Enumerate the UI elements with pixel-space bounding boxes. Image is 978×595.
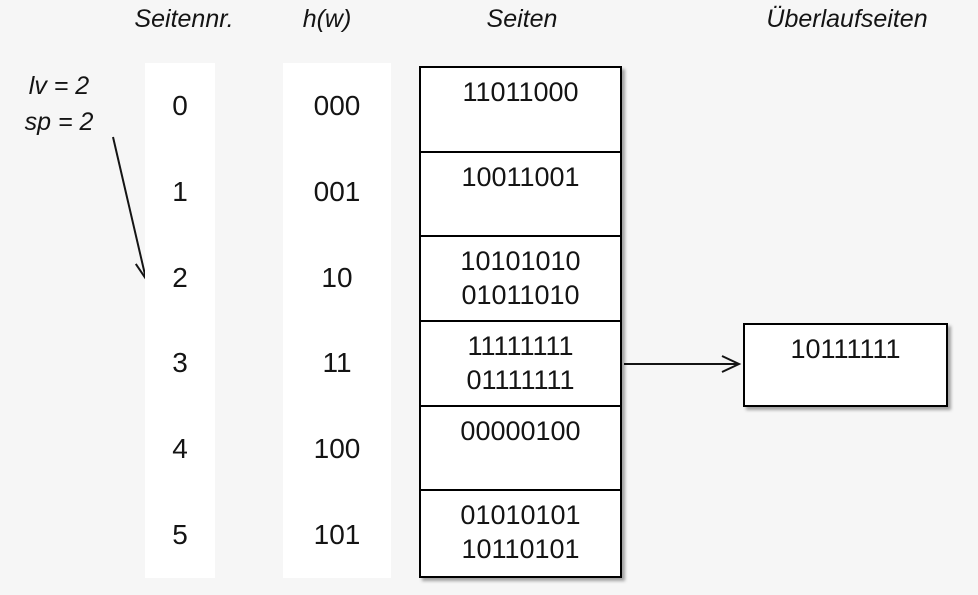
hw-value: 10 xyxy=(321,261,353,293)
bucket-entry: 01010101 xyxy=(460,500,581,531)
column-header-ueberlaufseiten: Überlaufseiten xyxy=(766,5,928,33)
overflow-page-box: 10111111 xyxy=(743,323,948,407)
hw-value: 001 xyxy=(313,175,361,207)
sp-value: sp = 2 xyxy=(24,108,94,136)
hw-value: 101 xyxy=(313,519,361,551)
lv-value: lv = 2 xyxy=(28,72,90,100)
lv-sp-annotation: lv = 2 sp = 2 xyxy=(14,68,104,140)
seitennr-value: 2 xyxy=(172,261,188,293)
seitennr-value: 3 xyxy=(172,347,188,379)
column-header-hw: h(w) xyxy=(302,5,352,33)
hw-value: 11 xyxy=(322,347,352,379)
hw-value: 000 xyxy=(313,89,361,121)
seitennr-value: 0 xyxy=(172,89,188,121)
bucket-entry: 11111111 xyxy=(467,330,574,361)
seitennr-value: 4 xyxy=(172,433,188,465)
bucket-entry: 00000100 xyxy=(460,415,581,446)
seiten-cell-5: 01010101 10110101 xyxy=(421,491,620,576)
seitennr-value: 5 xyxy=(172,519,188,551)
seitennr-column: 0 1 2 3 4 5 xyxy=(145,63,215,578)
bucket-entry: 10110101 xyxy=(461,534,580,565)
hw-value: 100 xyxy=(313,433,361,465)
annotation-arrow-line xyxy=(112,136,147,280)
column-header-seitennr: Seitennr. xyxy=(134,5,234,33)
column-header-seiten: Seiten xyxy=(486,5,558,33)
seiten-cell-1: 10011001 xyxy=(421,153,620,238)
bucket-entry: 10101010 xyxy=(460,246,581,277)
seiten-cell-2: 10101010 01011010 xyxy=(421,237,620,322)
bucket-entry: 10011001 xyxy=(461,161,580,192)
seiten-cell-3: 11111111 01111111 xyxy=(421,322,620,407)
overflow-entry: 10111111 xyxy=(790,334,901,364)
bucket-entry: 01011010 xyxy=(461,280,580,311)
bucket-entry: 11011000 xyxy=(462,77,579,107)
hw-column: 000 001 10 11 100 101 xyxy=(283,63,391,578)
seiten-cell-4: 00000100 xyxy=(421,407,620,492)
bucket-entry: 01111111 xyxy=(466,364,575,395)
seitennr-value: 1 xyxy=(172,175,188,207)
seiten-table: 11011000 10011001 10101010 01011010 1111… xyxy=(419,66,622,578)
seiten-cell-0: 11011000 xyxy=(421,68,620,153)
overflow-arrow-head xyxy=(721,355,742,373)
